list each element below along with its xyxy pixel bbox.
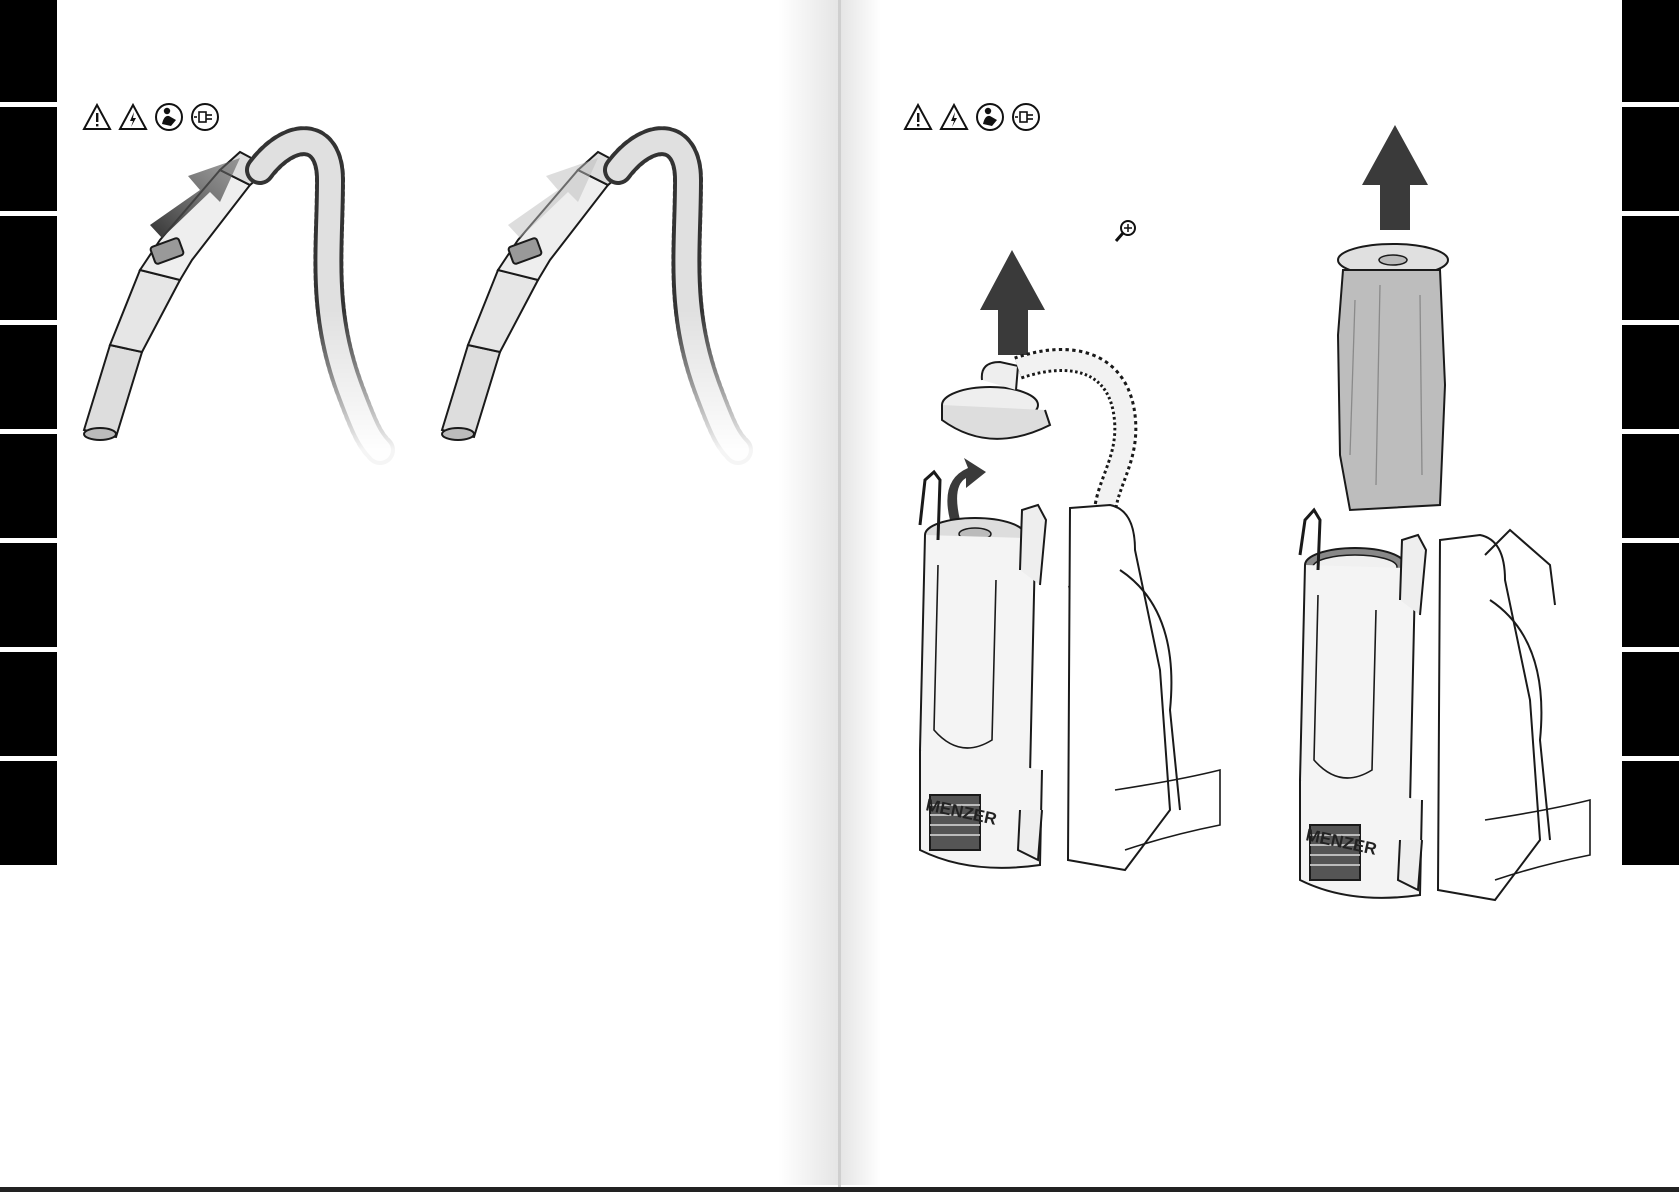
gutter-shadow [841, 0, 881, 1185]
vacuum-canister: MENZER [1300, 510, 1426, 898]
remove-lid-figure: MENZER [920, 250, 1250, 960]
magnifier-icon [1113, 218, 1139, 244]
vacuum-canister: MENZER [920, 472, 1046, 868]
hose-insert-figure [80, 130, 420, 470]
section-tab[interactable] [1622, 0, 1679, 102]
section-tab[interactable] [1622, 216, 1679, 320]
hose-inserted-figure [438, 130, 778, 470]
section-tab[interactable] [1622, 434, 1679, 538]
section-tab[interactable] [0, 434, 57, 538]
unlock-left-arrow [947, 458, 986, 520]
warning-triangle-icon [82, 102, 112, 132]
section-tab[interactable] [0, 543, 57, 647]
backpack-frame [1068, 505, 1220, 870]
left-safety-icons [82, 102, 220, 132]
read-manual-icon [154, 102, 184, 132]
electric-hazard-icon [939, 102, 969, 132]
suction-tube [442, 270, 538, 440]
warning-triangle-icon [903, 102, 933, 132]
section-tab[interactable] [1622, 325, 1679, 429]
electric-hazard-icon [118, 102, 148, 132]
page-bottom-edge [0, 1187, 1679, 1192]
section-tab[interactable] [0, 652, 57, 756]
section-tab[interactable] [1622, 761, 1679, 865]
lift-arrow [1362, 125, 1428, 230]
remove-filter-bag-figure: MENZER [1310, 125, 1620, 960]
unplug-icon [190, 102, 220, 132]
section-tab[interactable] [1622, 652, 1679, 756]
section-tab[interactable] [1622, 543, 1679, 647]
read-manual-icon [975, 102, 1005, 132]
gutter-shadow [778, 0, 838, 1185]
section-tab[interactable] [0, 0, 57, 102]
suction-tube [84, 270, 180, 440]
filter-bag [1338, 244, 1448, 510]
right-safety-icons [903, 102, 1041, 132]
lift-arrow [980, 250, 1045, 355]
page-gutter [838, 0, 841, 1192]
section-tab[interactable] [0, 325, 57, 429]
backpack-frame [1438, 530, 1590, 900]
section-tab[interactable] [1622, 107, 1679, 211]
section-tab[interactable] [0, 761, 57, 865]
section-tab[interactable] [0, 107, 57, 211]
unplug-icon [1011, 102, 1041, 132]
section-tab[interactable] [0, 216, 57, 320]
